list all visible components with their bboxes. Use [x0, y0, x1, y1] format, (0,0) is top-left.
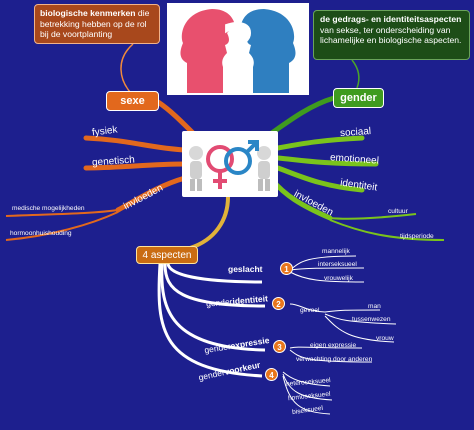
- aspect-number-3: 3: [273, 340, 286, 353]
- aspect-number-4: 4: [265, 368, 278, 381]
- node-4-aspecten[interactable]: 4 aspecten: [136, 246, 198, 264]
- faces-question-mark-icon: ?: [180, 9, 296, 93]
- callout-gender-bold: de gedrags- en identiteitsaspecten: [320, 14, 462, 24]
- leaf-cultuur[interactable]: cultuur: [388, 208, 408, 215]
- callout-gender-definition: de gedrags- en identiteitsaspecten van s…: [313, 10, 470, 60]
- callout-sexe-bold: biologische kenmerken: [40, 8, 136, 18]
- leaf-tussenwezen[interactable]: tussenwezen: [352, 316, 391, 323]
- aspect-number-2: 2: [272, 297, 285, 310]
- leaf-interseksueel[interactable]: interseksueel: [318, 261, 357, 268]
- svg-text:?: ?: [221, 11, 255, 79]
- node-sexe[interactable]: sexe: [106, 91, 159, 111]
- leaf-hormoonhuishouding[interactable]: hormoonhuishouding: [10, 230, 72, 237]
- leaf-gevoel[interactable]: gevoel: [300, 307, 320, 314]
- callout-sexe-text: die betrekking hebben op de rol bij de v…: [40, 8, 150, 39]
- faces-question-mark-image: ?: [167, 3, 309, 95]
- aspect-geslacht[interactable]: geslacht: [228, 264, 263, 274]
- leaf-vrouw[interactable]: vrouw: [376, 335, 394, 342]
- leaf-verwachting-door-anderen[interactable]: verwachting door anderen: [296, 356, 373, 363]
- leaf-tijdsperiode[interactable]: tijdsperiode: [400, 233, 434, 240]
- callout-sexe-definition: biologische kenmerken die betrekking heb…: [34, 4, 160, 44]
- leaf-vrouwelijk[interactable]: vrouwelijk: [324, 275, 353, 282]
- leaf-mannelijk[interactable]: mannelijk: [322, 248, 350, 255]
- leaf-eigen-expressie[interactable]: eigen expressie: [310, 342, 357, 349]
- aspect-number-1: 1: [280, 262, 293, 275]
- callout-gender-text: van sekse, ter onderscheiding van licham…: [320, 24, 462, 46]
- node-gender[interactable]: gender: [333, 88, 384, 108]
- leaf-man[interactable]: man: [368, 303, 381, 310]
- branch-sociaal[interactable]: sociaal: [339, 125, 372, 140]
- leaf-medische-mogelijkheden[interactable]: medische mogelijkheden: [12, 205, 85, 212]
- gender-symbols-icon: [189, 140, 271, 191]
- gender-symbols-figures-image: [182, 131, 278, 197]
